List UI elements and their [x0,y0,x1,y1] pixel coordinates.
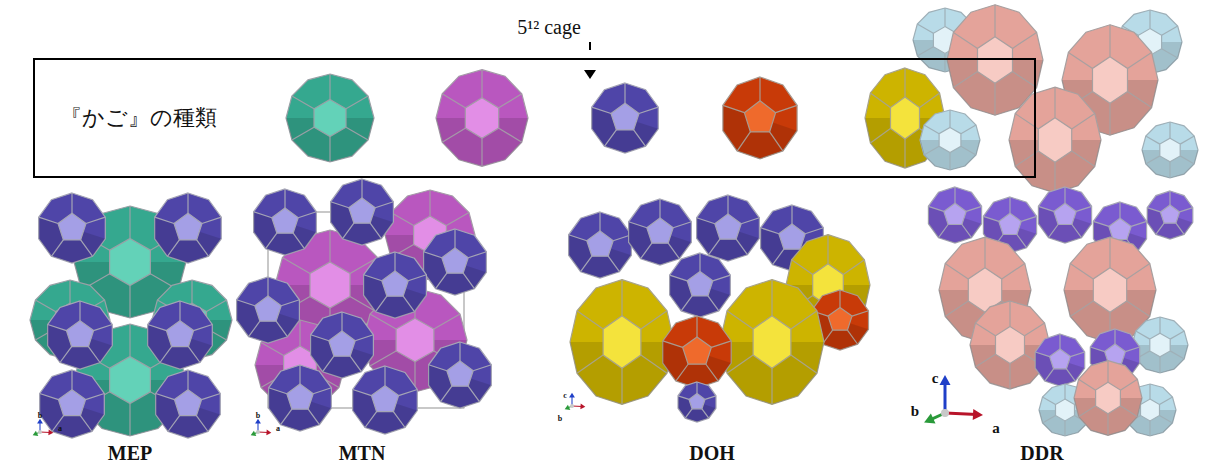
axis-letter-holder: b [558,407,562,425]
framework-code: DDR [1020,442,1063,464]
cage-polyhedron [364,252,427,318]
legend-heading: 『かご』の種類 [60,103,217,133]
framework-code: MEP [108,442,152,464]
cage-polyhedron [40,370,105,438]
axis-letter: c [932,370,939,387]
cage-polyhedron [570,280,674,405]
axis-triad [565,393,586,410]
cage-polyhedron [1132,317,1188,373]
cage-polyhedron [569,212,632,278]
axis-triad [33,419,54,436]
cage-polyhedron [311,312,374,378]
axis-letter-holder: b [911,402,919,420]
framework-code-holder: MTN [339,442,386,464]
axis-letter: a [58,425,62,434]
cage-polyhedron [678,382,716,422]
framework-code: DOH [689,442,735,464]
cage-polyhedron [424,229,487,295]
cage-polyhedron [720,280,824,405]
axis-letter: b [256,412,260,421]
cage-polyhedron [254,189,317,255]
axis-triad [251,419,272,436]
cage-polyhedron [286,74,374,162]
framework-code-holder: DDR [1020,442,1063,464]
cage-polyhedron [1035,334,1084,386]
axis-letter-holder: a [276,417,280,435]
cage-polyhedron [269,365,332,431]
axis-letter-holder: b [256,404,260,422]
axis-letter-holder: b [38,404,42,422]
cage-polyhedron [436,70,528,167]
cage-polyhedron [697,195,760,261]
framework-code: MTN [339,442,386,464]
axis-letter-holder: a [58,417,62,435]
axis-letter: a [276,425,280,434]
cage-polyhedron [331,179,394,245]
axis-letter: b [38,412,42,421]
cage-polyhedron [237,277,300,343]
cage-polyhedron [155,193,222,263]
cage-polyhedron [1142,122,1198,178]
framework-code-holder: DOH [689,442,735,464]
cage-polyhedron [970,301,1050,389]
cage-legend-box: 『かご』の種類 [33,58,1036,178]
cage-polyhedron [1147,191,1193,239]
framework-code-holder: MEP [108,442,152,464]
cage-polyhedron [148,301,213,369]
cage-polyhedron [156,370,221,438]
cage-polyhedron [1038,187,1091,243]
cage-polyhedron [592,83,659,153]
leader-tick [589,42,591,50]
cage-polyhedron [353,366,418,434]
pointer-triangle [584,70,596,79]
axis-letter-holder: a [992,419,1000,437]
cage-type-label-holder: 5¹² cage [517,16,581,38]
cage-polyhedron [1074,361,1142,436]
cage-polyhedron [670,253,731,317]
cage-polyhedron [629,199,692,265]
axis-letter: c [563,392,567,401]
cage-polyhedron [48,301,113,369]
axis-letter: a [992,420,1000,437]
axis-letter: b [911,403,919,420]
axis-letter: b [558,415,562,424]
cage-polyhedron [429,342,492,408]
cage-polyhedron [723,77,797,159]
cage-polyhedron [928,187,981,243]
cage-polyhedron [920,110,980,170]
axis-letter-holder: c [563,384,567,402]
cage-type-label: 5¹² cage [517,16,581,38]
cage-polyhedron [39,193,106,263]
cage-polyhedron [663,316,731,388]
axis-letter-holder: c [932,369,939,387]
